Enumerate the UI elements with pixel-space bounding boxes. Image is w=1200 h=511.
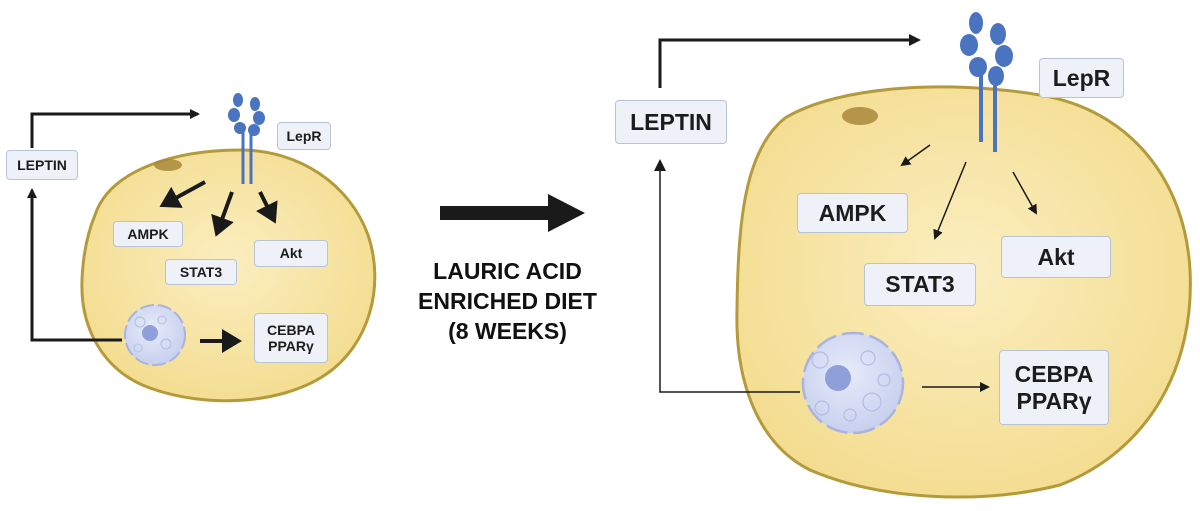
before-chromatin	[133, 315, 172, 353]
before-arrow-to-ampk	[159, 180, 206, 208]
diet-line-1: LAURIC ACID	[433, 258, 582, 284]
before-lepr-label: LepR	[277, 122, 331, 150]
after-pparg-text: PPARγ	[1016, 387, 1092, 414]
before-stat3-label: STAT3	[165, 259, 237, 285]
diet-line-3: (8 WEEKS)	[448, 318, 567, 344]
before-lepr-receptor-icon	[228, 93, 265, 184]
after-akt-label: Akt	[1001, 236, 1111, 278]
after-arrow-to-ampk	[900, 144, 931, 167]
after-arrow-to-akt	[1012, 171, 1037, 215]
after-cebpa-pparg-label: CEBPA PPARγ	[999, 350, 1109, 425]
before-lipid-droplet	[154, 159, 182, 171]
after-ampk-label: AMPK	[797, 193, 908, 233]
before-nucleolus	[142, 325, 158, 341]
before-nucleus-to-leptin-arrow	[27, 188, 122, 342]
after-arrow-to-stat3	[933, 161, 967, 240]
after-leptin-label: LEPTIN	[615, 100, 727, 144]
transition-arrow	[440, 194, 585, 232]
diet-description: LAURIC ACID ENRICHED DIET (8 WEEKS)	[395, 256, 620, 346]
before-cebpa-pparg-label: CEBPA PPARγ	[254, 313, 328, 363]
after-lepr-receptor-icon	[960, 12, 1013, 152]
after-lepr-label: LepR	[1039, 58, 1124, 98]
before-akt-label: Akt	[254, 240, 328, 267]
after-leptin-to-receptor-arrow	[658, 34, 921, 88]
before-leptin-label: LEPTIN	[6, 150, 78, 180]
before-ampk-label: AMPK	[113, 221, 183, 247]
after-nucleus-to-leptin-arrow	[654, 159, 800, 393]
diet-line-2: ENRICHED DIET	[418, 288, 597, 314]
after-nucleus	[801, 331, 905, 435]
before-arrow-to-akt	[256, 191, 278, 224]
before-cebpa-text: CEBPA	[267, 321, 315, 338]
before-arrow-to-stat3	[211, 191, 234, 237]
after-cebpa-text: CEBPA	[1014, 361, 1094, 388]
after-stat3-label: STAT3	[864, 263, 976, 306]
after-nucleolus	[825, 365, 851, 391]
before-pparg-text: PPARγ	[268, 338, 314, 354]
before-leptin-to-receptor-arrow	[30, 109, 200, 148]
after-chromatin	[811, 350, 891, 422]
after-lipid-droplet	[842, 107, 878, 125]
